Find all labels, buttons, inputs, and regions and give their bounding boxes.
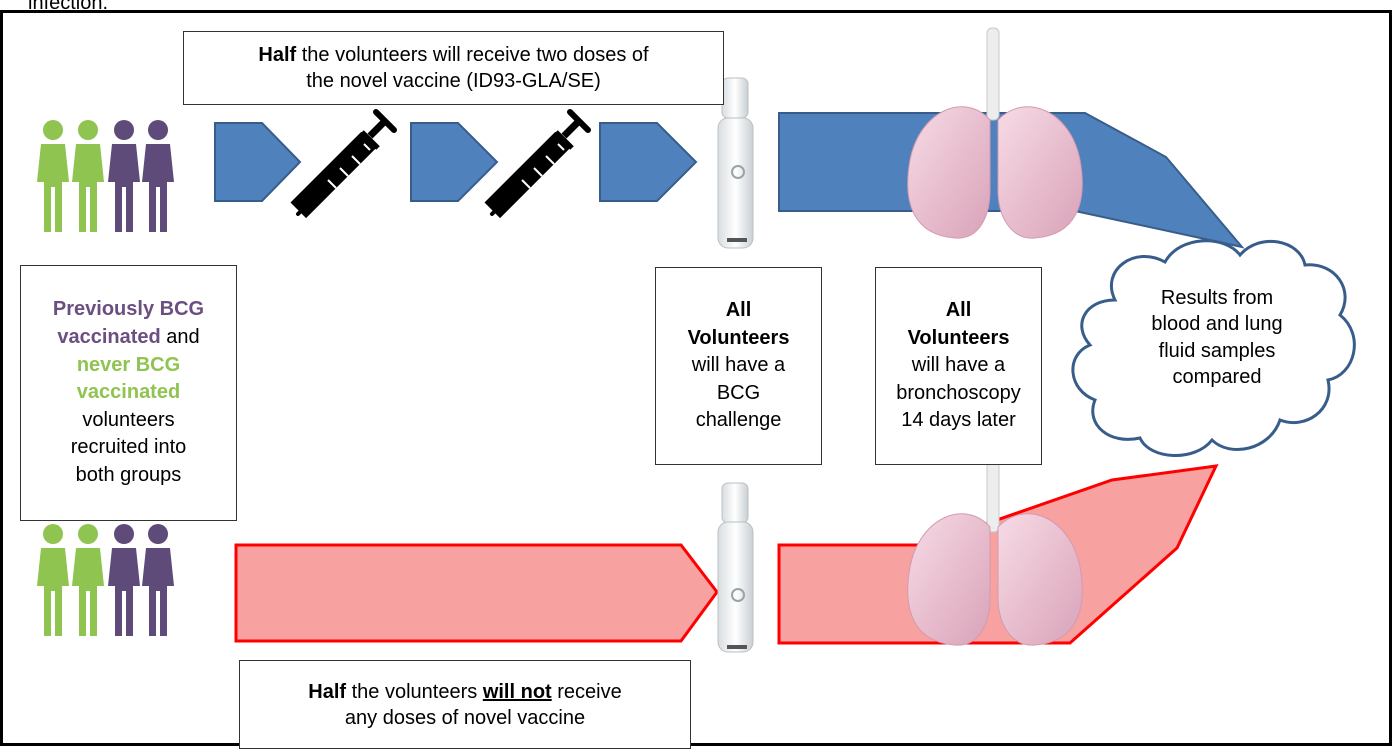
left-box-green-line1: never BCG <box>76 353 181 376</box>
bottom-people-icon <box>37 524 174 636</box>
bottom-box-bold: Half <box>308 680 347 703</box>
cloud-line1: Results from <box>1160 287 1274 309</box>
bronch-box-bold1: All <box>945 299 972 322</box>
challenge-box-bold1: All <box>725 299 752 322</box>
recruitment-description-box: Previously BCG vaccinated and never BCG … <box>20 265 237 521</box>
top-group-description-box: Half the volunteers will receive two dos… <box>183 31 724 105</box>
diagram-frame <box>0 10 1392 746</box>
lungs-icon-top <box>907 27 1083 239</box>
pink-arrow-1 <box>234 543 719 643</box>
bronch-box-bold2: Volunteers <box>907 326 1010 349</box>
bottom-box-mid: the volunteers <box>346 680 483 703</box>
left-box-purple-line1: Previously BCG <box>52 298 205 321</box>
syringe-icon-1 <box>291 112 394 218</box>
challenge-box-l3: challenge <box>695 409 782 432</box>
top-box-line1: the volunteers will receive two doses of <box>296 44 649 66</box>
challenge-box-l1: will have a <box>691 354 786 377</box>
top-box-line2: the novel vaccine (ID93-GLA/SE) <box>306 70 601 92</box>
blue-arrow-2 <box>410 122 499 202</box>
challenge-box-l2: BCG <box>716 381 761 404</box>
top-box-bold: Half <box>258 44 297 66</box>
results-cloud-text: Results from blood and lung fluid sample… <box>1122 285 1312 391</box>
top-people-icon <box>37 120 174 232</box>
bronch-box-l1: will have a <box>911 354 1006 377</box>
left-box-line-b: recruited into <box>70 436 187 459</box>
left-box-and: and <box>160 326 200 349</box>
left-box-line-a: volunteers <box>82 408 175 431</box>
results-cloud-shape <box>1071 239 1356 457</box>
left-box-green-line2: vaccinated <box>76 381 181 404</box>
bronch-box-l3: 14 days later <box>901 409 1016 432</box>
bronchoscopy-box: All Volunteers will have a bronchoscopy … <box>875 267 1042 465</box>
syringe-icon-2 <box>485 112 588 218</box>
bottom-box-underlined: will not <box>482 680 552 703</box>
cloud-line3: fluid samples <box>1158 339 1276 362</box>
bottom-group-description-box: Half the volunteers will not receive any… <box>239 660 691 749</box>
cloud-line4: compared <box>1172 366 1262 389</box>
left-box-line-c: both groups <box>75 463 182 486</box>
blue-arrow-1 <box>214 122 302 202</box>
inhaler-icon-top <box>717 77 754 249</box>
bronch-box-l2: bronchoscopy <box>896 381 1021 404</box>
lungs-icon-bottom <box>907 439 1083 646</box>
bottom-box-rest: receive <box>551 680 622 703</box>
inhaler-icon-bottom <box>717 482 754 653</box>
blue-arrow-3 <box>599 122 698 202</box>
bcg-challenge-box: All Volunteers will have a BCG challenge <box>655 267 822 465</box>
cloud-line2: blood and lung <box>1151 313 1283 336</box>
challenge-box-bold2: Volunteers <box>687 326 790 349</box>
bottom-box-line2: any doses of novel vaccine <box>344 706 586 729</box>
left-box-purple-line2: vaccinated <box>57 326 161 349</box>
